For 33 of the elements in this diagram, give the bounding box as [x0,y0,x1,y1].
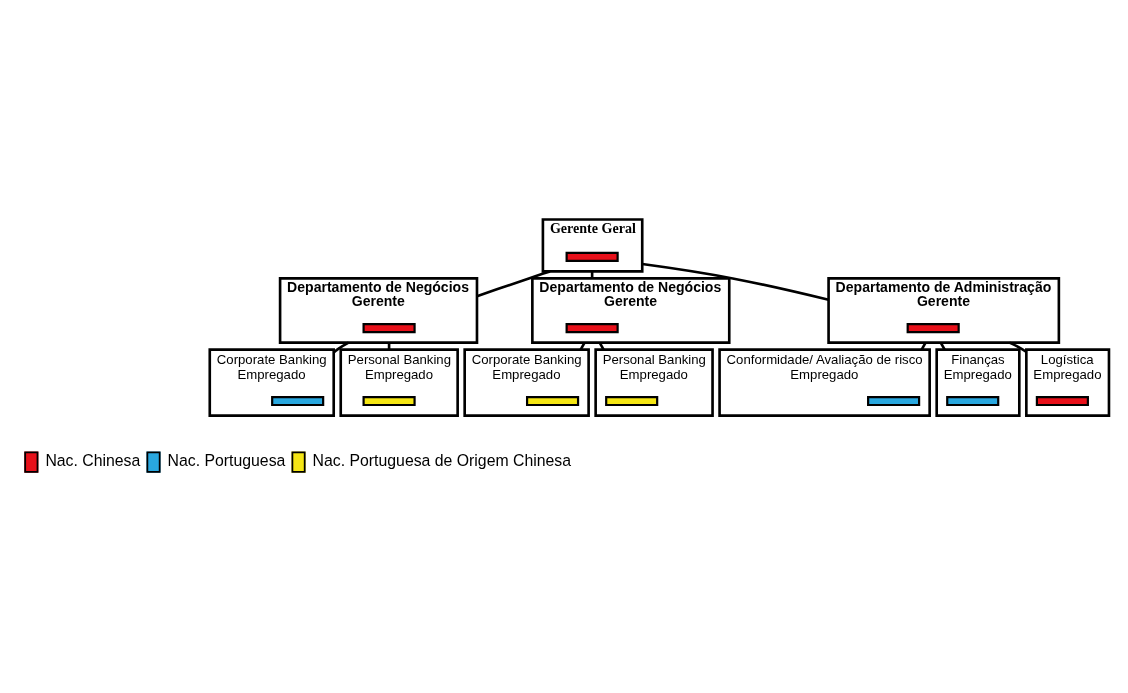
node-bar [526,395,580,406]
legend-label: Nac. Portuguesa de Origem Chinesa [312,451,572,469]
cluster: Logística Empregado [1025,347,1111,417]
cluster: Departamento de Negócios Gerente [278,276,479,344]
connector [1008,340,1028,353]
cluster: Conformidade/ Avaliação de risco Empregado [718,347,931,417]
legend-label: Nac. Chinesa [45,451,141,469]
connector [920,341,927,350]
cluster: Gerente Geral [541,217,644,273]
node-bar [362,322,416,333]
connector [939,341,946,350]
connector [598,341,605,350]
cluster: Departamento de Administração Gerente [827,276,1061,344]
connector [642,262,829,301]
node-bar [906,322,960,333]
connector [579,341,586,350]
cluster: Personal Banking Empregado [594,347,714,417]
cluster: Personal Banking Empregado [339,347,459,417]
legend-label: Nac. Portuguesa [167,451,286,469]
cluster: Departamento de Negócios Gerente [531,276,731,344]
node-bar [271,395,325,406]
node-bar [1035,395,1089,406]
node-bar [362,395,416,406]
node-bar [867,395,921,406]
cluster: Finanças Empregado [935,347,1021,417]
node-bar [565,322,619,333]
node-bar [946,395,1000,406]
node-bar [605,395,659,406]
cluster: Corporate Banking Empregado [463,347,590,417]
cluster: Corporate Banking Empregado [208,347,336,417]
connector [476,269,551,297]
node-bar [565,251,619,262]
connector [332,340,350,353]
